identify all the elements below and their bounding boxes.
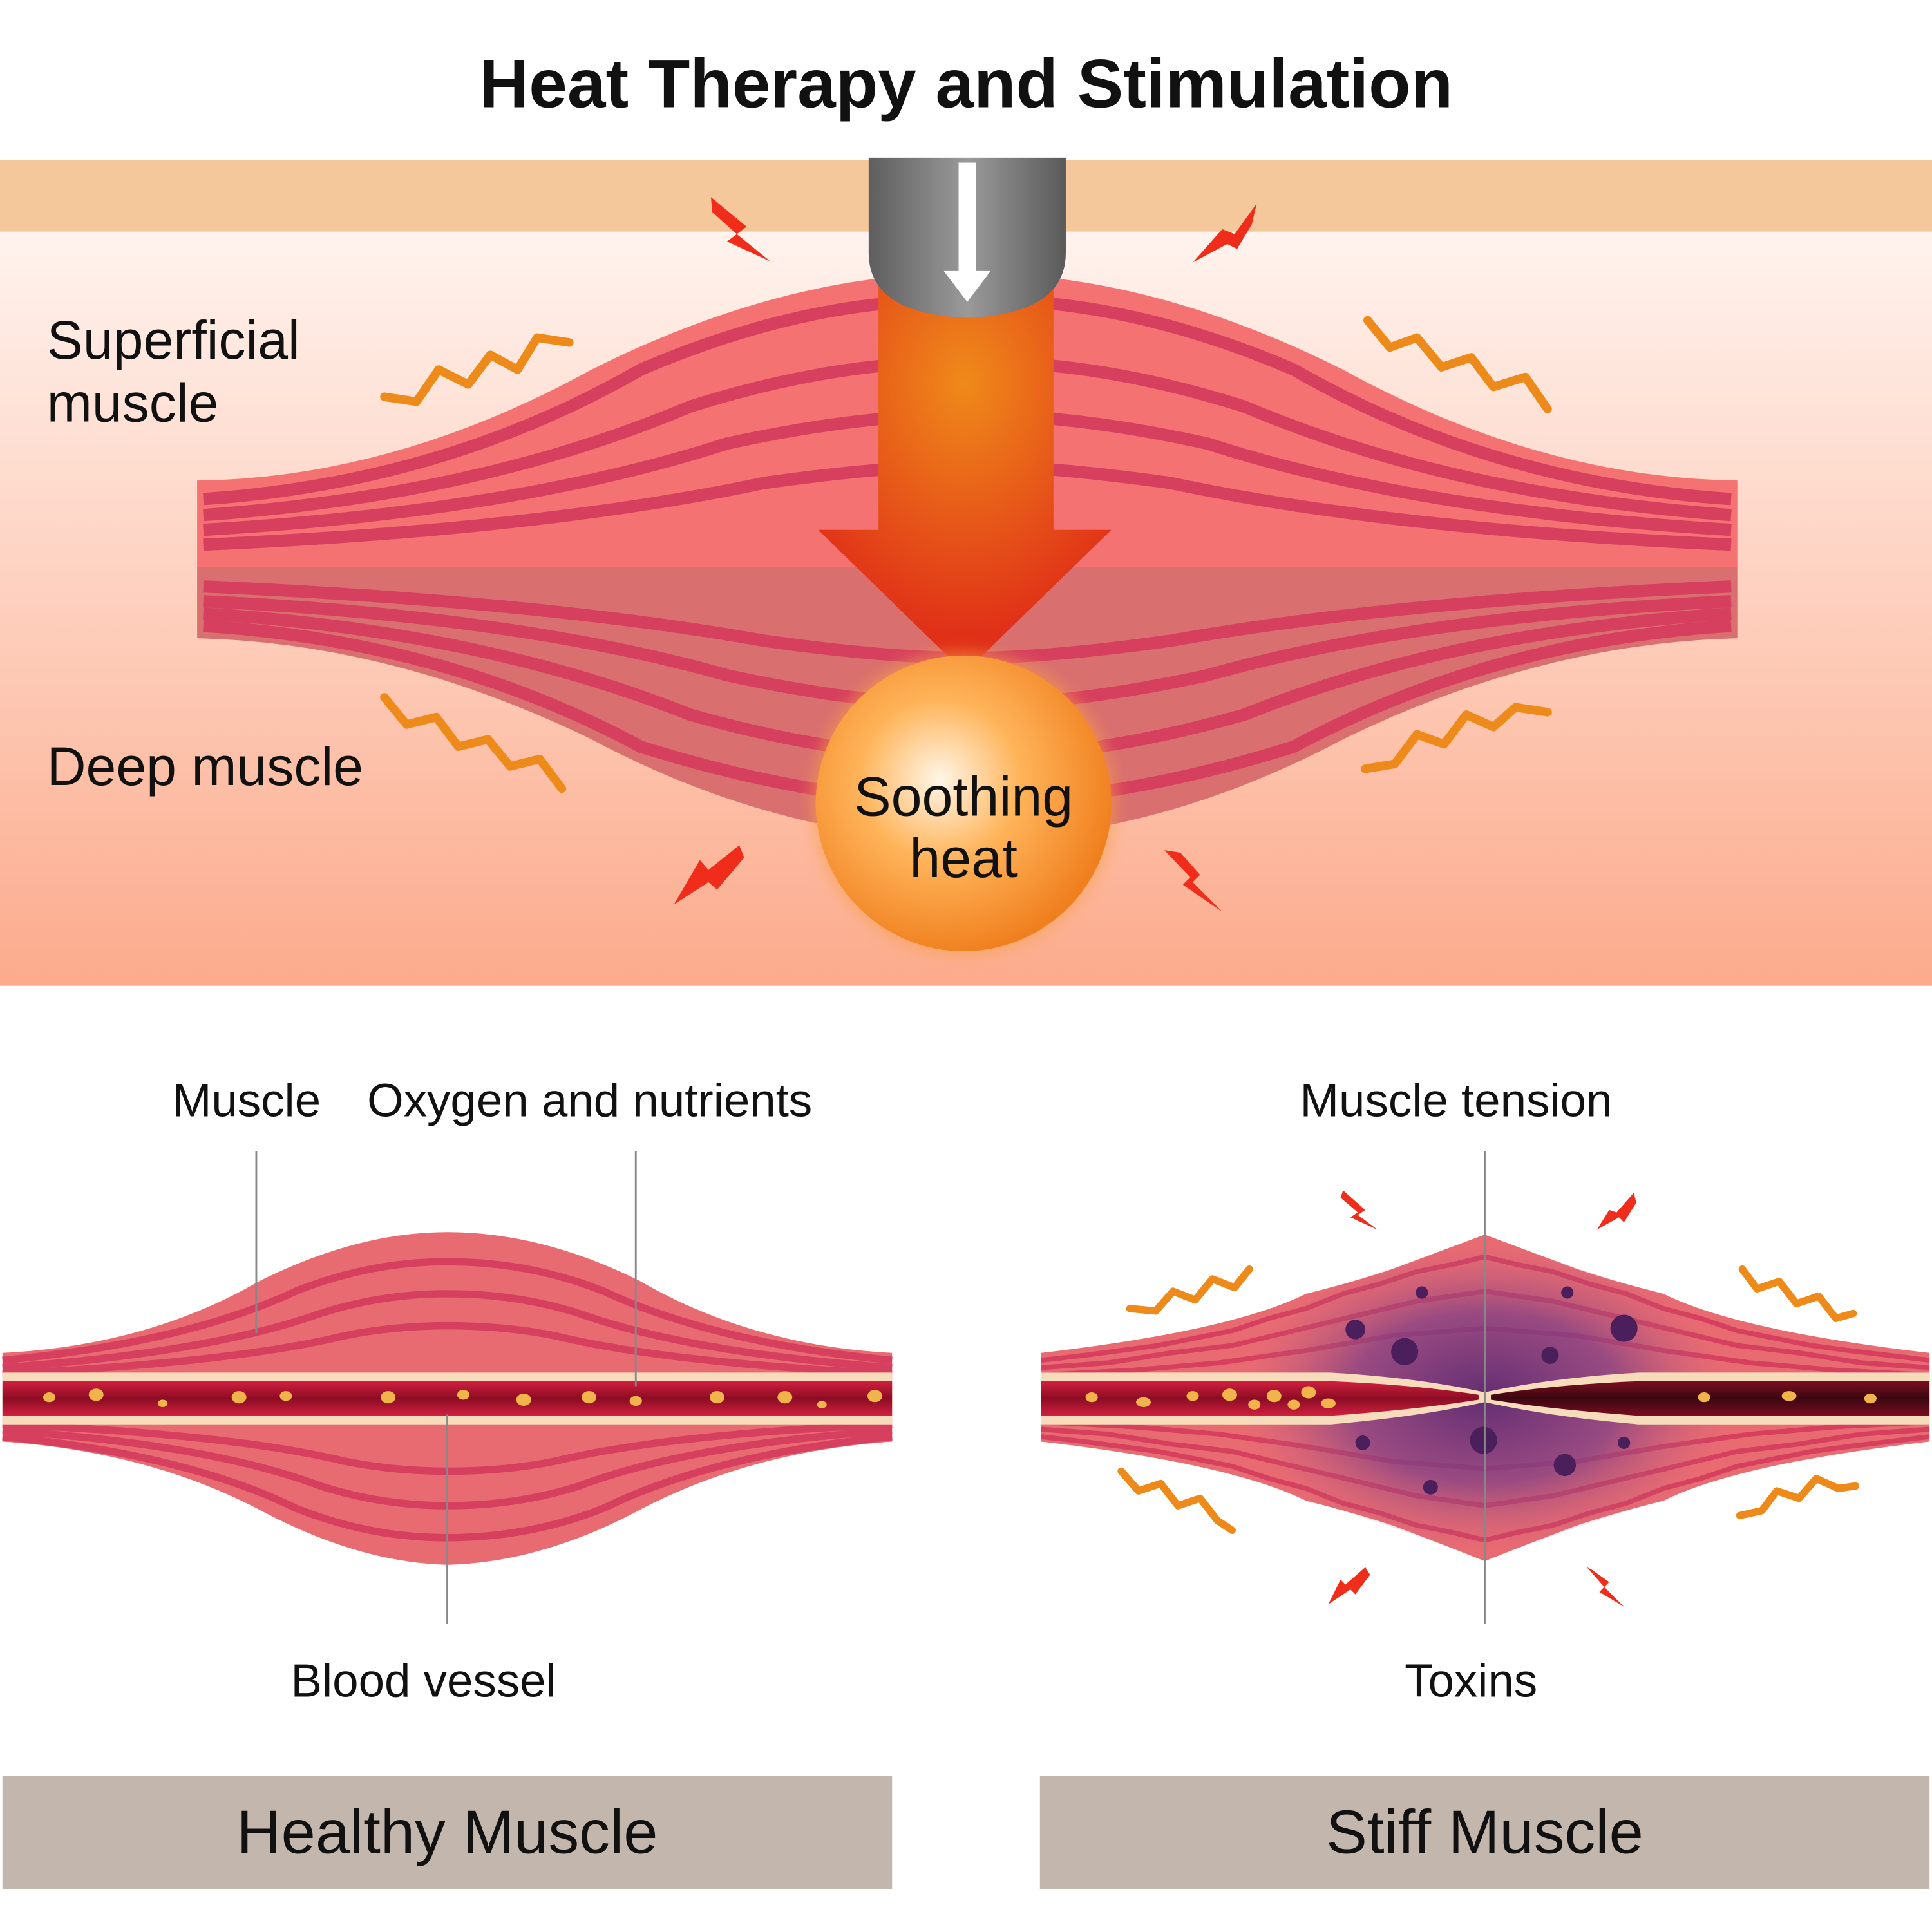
stiff-oxygen-particles: [1085, 1386, 1877, 1410]
stiff-muscle-caption-bar: Stiff Muscle: [1039, 1776, 1930, 1889]
blood-vessel-label: Blood vessel: [290, 1656, 556, 1708]
muscle-label: Muscle: [172, 1075, 321, 1128]
soothing-heat-orb: [815, 655, 1112, 952]
superficial-muscle-label: Superficial muscle: [46, 310, 300, 433]
zigzag-icon: [380, 316, 1552, 793]
healthy-blood-vessel: [2, 1381, 893, 1416]
soothing-heat-label: Soothing heat: [854, 765, 1074, 891]
page-title: Heat Therapy and Stimulation: [478, 44, 1454, 122]
toxins-label: Toxins: [1405, 1656, 1538, 1708]
deep-muscle-label: Deep muscle: [46, 737, 363, 797]
muscle-tension-label: Muscle tension: [1300, 1075, 1613, 1128]
stiff-blood-vessel-left: [1041, 1381, 1479, 1416]
heat-probe-icon: [868, 157, 1066, 318]
oxygen-nutrients-label: Oxygen and nutrients: [367, 1075, 813, 1128]
healthy-leader-lines: [255, 1150, 637, 1624]
zigzag-icon: [1117, 1265, 1860, 1535]
healthy-muscle-caption-bar: Healthy Muscle: [2, 1776, 893, 1889]
healthy-muscle-caption: Healthy Muscle: [236, 1797, 658, 1867]
oxygen-particles: [43, 1388, 882, 1408]
spark-icon: [1328, 1190, 1636, 1607]
stiff-blood-vessel-right: [1491, 1381, 1930, 1416]
heat-arrow: [818, 285, 1112, 673]
spark-icon: [674, 197, 1257, 912]
toxin-icon: [1345, 1286, 1638, 1495]
stiff-muscle-caption: Stiff Muscle: [1326, 1797, 1643, 1867]
